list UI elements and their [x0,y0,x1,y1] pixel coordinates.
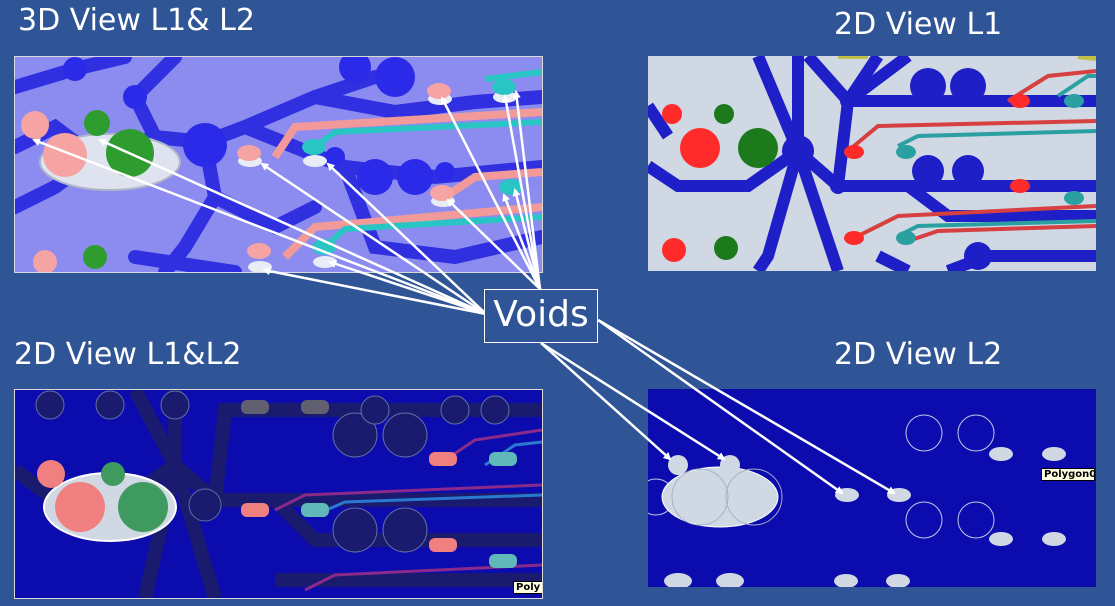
polygon-label-tag: Polygon0 [1041,468,1095,481]
pcb-2d-view-l1-image [648,56,1096,271]
title-3d-view: 3D View L1& L2 [18,3,255,38]
pcb-3d-view-image [14,56,543,273]
title-2d-view-l1l2: 2D View L1&L2 [14,337,242,372]
title-2d-view-l2: 2D View L2 [834,337,1003,372]
pcb-2d-view-l2-image: Polygon0 [648,389,1096,587]
pcb-2d-view-l1l2-image: Poly [14,389,543,599]
voids-callout-label: Voids [484,289,598,343]
polygon-label-tag: Poly [513,581,542,594]
title-2d-view-l1: 2D View L1 [834,7,1003,42]
